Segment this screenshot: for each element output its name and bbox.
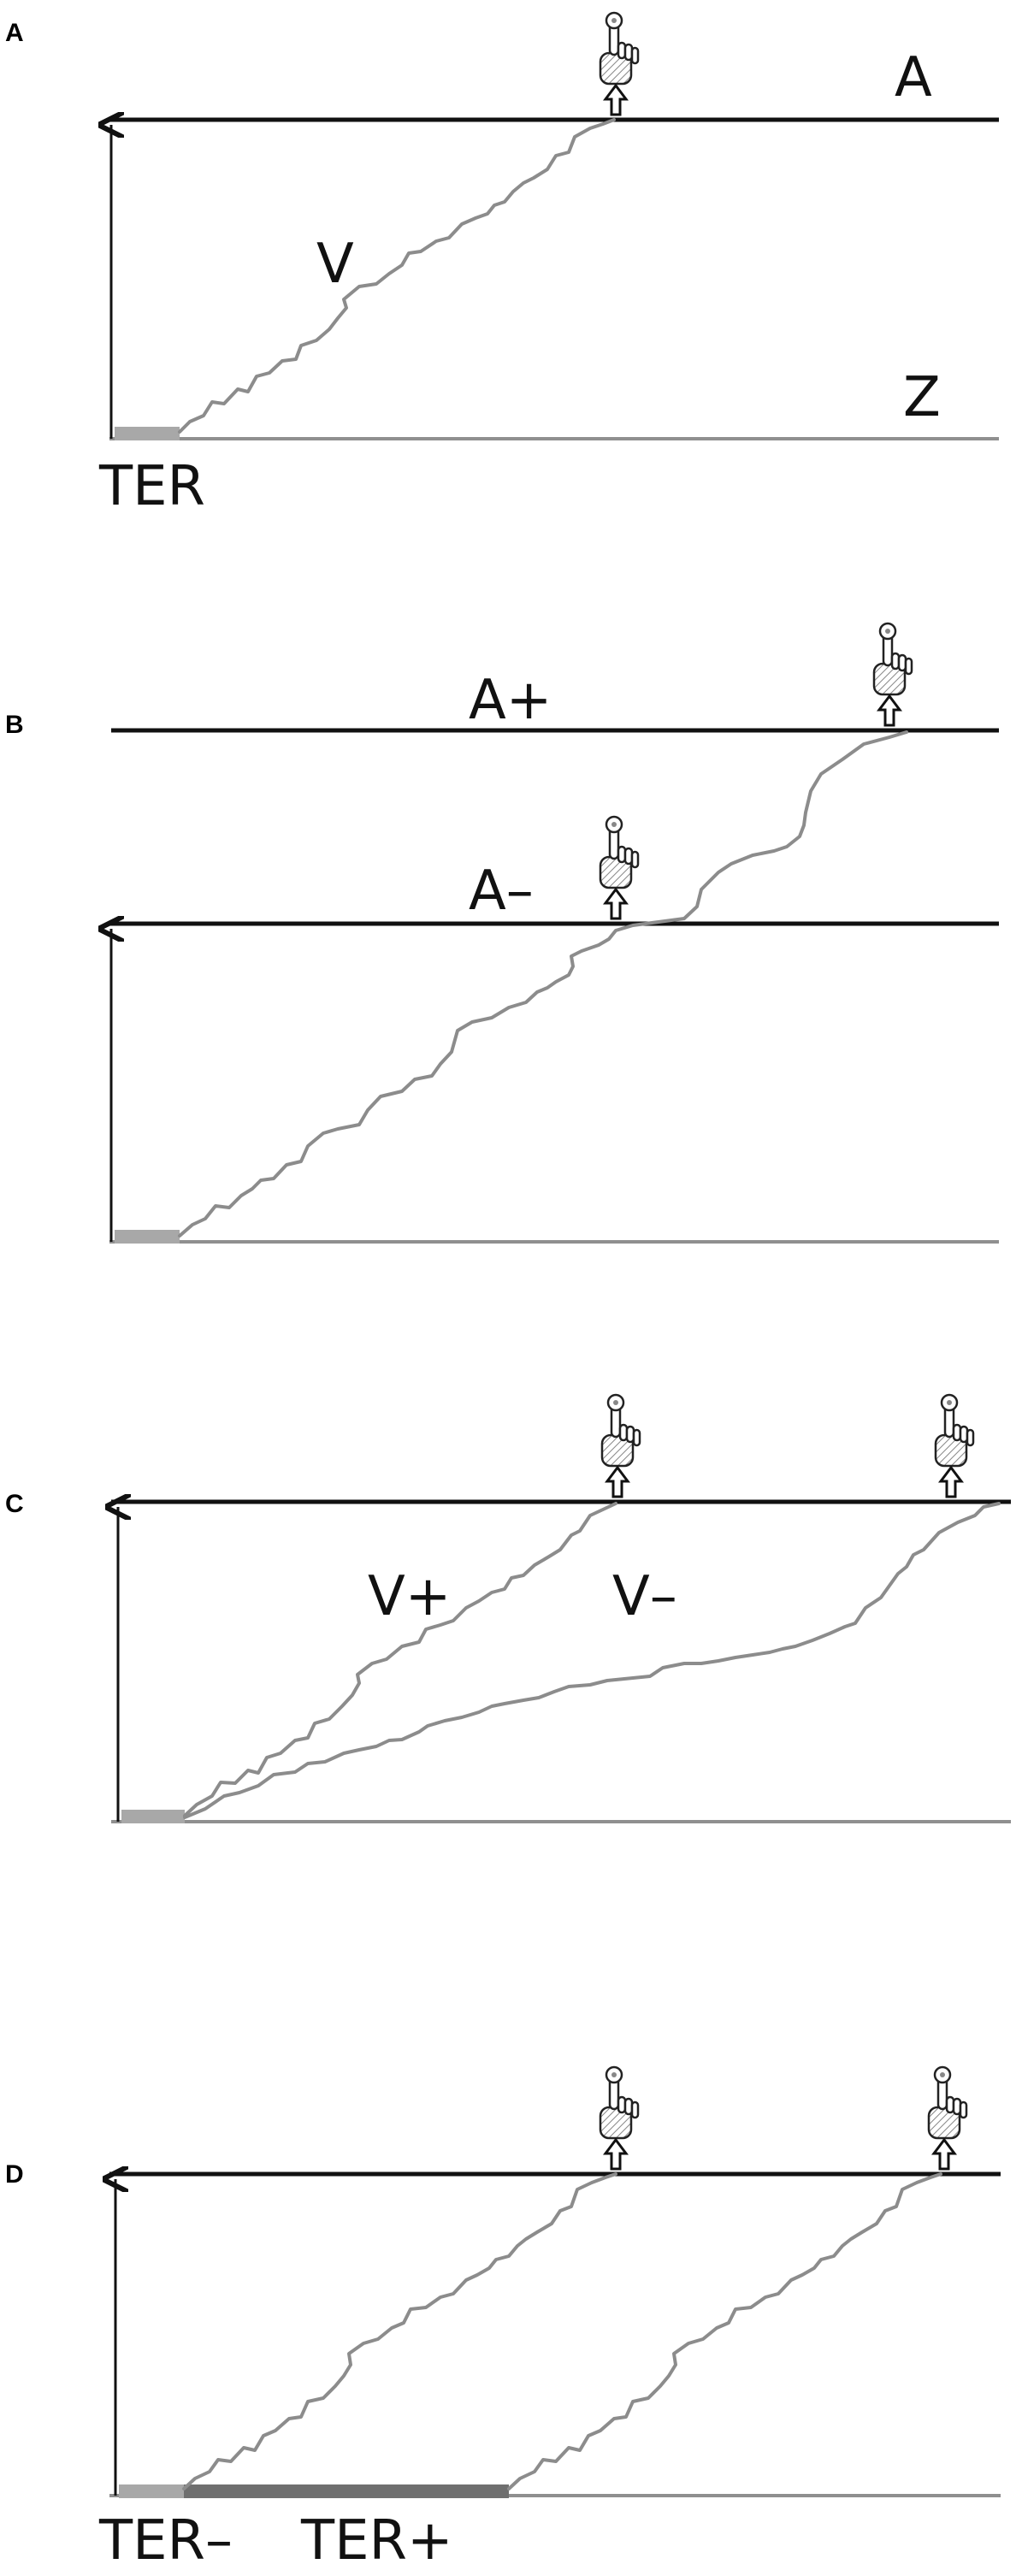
panel-letter-a: A [5,19,24,47]
label-lower-boundary: Z [903,366,941,429]
hand-press-icon [600,1393,641,1498]
label-drift-rate: V [316,233,354,296]
evidence-path-slow-d [507,2172,942,2490]
ter-bar-a [115,427,180,440]
label-ter-minus: TER– [98,2509,233,2573]
label-drift-minus: V– [612,1565,677,1628]
evidence-path-minus-c [183,1502,1001,1819]
evidence-path-fast-d [182,2172,617,2490]
ter-bar-c [121,1810,185,1823]
ter-bar-minus-d [119,2484,184,2498]
hand-press-icon [599,11,640,116]
panel-b: B A+ A– [5,622,999,1244]
evidence-path-a [178,118,616,434]
label-upper-boundary-minus: A– [469,860,534,923]
label-ter: TER [98,455,205,518]
panel-letter-d: D [5,2160,24,2189]
ter-bar-plus-d [184,2484,509,2498]
hand-press-icon [599,815,640,920]
label-drift-plus: V+ [368,1565,451,1628]
panel-letter-b: B [5,711,24,739]
label-upper-boundary-plus: A+ [469,669,552,732]
evidence-path-b [178,730,908,1238]
hand-press-icon [934,1393,975,1498]
hand-press-icon [599,2065,640,2171]
panel-letter-c: C [5,1490,24,1518]
evidence-path-plus-c [183,1502,617,1817]
ter-bar-b [115,1230,180,1244]
panel-a: A A Z V TER [5,11,999,518]
label-upper-boundary: A [895,46,932,109]
panel-c: C V+ V– [5,1393,1011,1823]
label-ter-plus: TER+ [300,2509,453,2573]
hand-press-icon [927,2065,968,2171]
panel-d: D TER– TER+ [5,2065,1001,2573]
hand-press-icon [872,622,913,727]
